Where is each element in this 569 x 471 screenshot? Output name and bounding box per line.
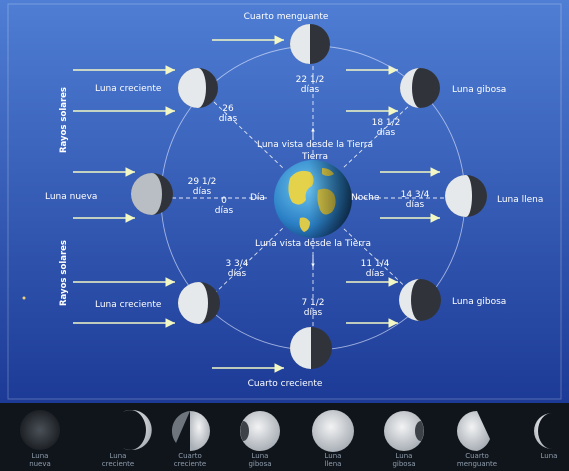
strip-label-1-line2: nueva: [29, 460, 51, 468]
strip-label-2-line1: Luna: [109, 452, 127, 460]
strip-label-2-line2: creciente: [101, 460, 135, 468]
days-left-a-unit: días: [192, 187, 212, 197]
moon-cuarto-creciente: [290, 327, 332, 369]
moon-luna-llena: [445, 175, 487, 217]
strip-moon-7: [457, 411, 490, 451]
days-top-unit: días: [300, 85, 320, 95]
days-bottom: 7 1/2 días: [301, 298, 324, 318]
dot-mark: [22, 296, 26, 300]
days-upper-right-unit: días: [376, 128, 396, 138]
days-lower-right-value: 11 1/4: [360, 259, 390, 269]
days-right-unit: días: [405, 200, 425, 210]
strip-moon-4: [240, 411, 280, 451]
days-top: 22 1/2 días: [296, 75, 325, 95]
moon-luna-gibosa-bottom: [399, 279, 441, 321]
sun-rays-label-top: Rayos solares: [59, 87, 69, 153]
sight-line: [213, 101, 284, 169]
strip-moon-2: [123, 410, 152, 450]
strip-label-8: Luna: [541, 452, 558, 460]
strip-label-1-line1: Luna: [31, 452, 49, 460]
days-left-b: 0 días: [215, 196, 233, 216]
earth: [274, 160, 352, 238]
label-view-from-earth-top: Luna vista desde la Tierra: [256, 140, 374, 150]
sun-rays-label-bottom: Rayos solares: [59, 240, 69, 306]
strip-label-6-line2: gibosa: [392, 460, 416, 468]
sight-line: [342, 101, 414, 169]
moon-phases-diagram: [0, 0, 569, 403]
sun-rays: [73, 35, 440, 373]
strip-label-5-line1: Luna: [324, 452, 342, 460]
moon-luna-creciente-top: [178, 68, 218, 108]
moon-luna-gibosa-top: [400, 68, 440, 108]
label-luna-creciente-top: Luna creciente: [95, 84, 162, 94]
days-upper-left-unit: días: [218, 114, 238, 124]
label-view-from-earth-bottom: Luna vista desde la Tierra: [254, 239, 372, 249]
moon-luna-creciente-bottom: [178, 282, 220, 324]
days-left-a: 29 1/2 días: [188, 177, 217, 197]
days-upper-left: 26 días: [219, 104, 237, 124]
days-upper-right-value: 18 1/2: [371, 118, 401, 128]
days-right-value: 14 3/4: [400, 190, 430, 200]
label-dia: Día: [250, 193, 265, 203]
strip-moon-5: [312, 410, 354, 452]
strip-moon-8: [534, 413, 552, 449]
sight-line: [213, 227, 284, 295]
strip-label-6-line1: Luna: [395, 452, 413, 460]
strip-label-3-line1: Cuarto: [178, 452, 202, 460]
days-lower-left-unit: días: [227, 269, 247, 279]
moon-luna-nueva: [131, 173, 173, 215]
strip-label-7-line1: Cuarto: [465, 452, 489, 460]
strip-label-4-line2: gibosa: [248, 460, 272, 468]
label-cuarto-creciente: Cuarto creciente: [247, 379, 323, 389]
strip-label-7-line2: menguante: [456, 460, 498, 468]
days-bottom-value: 7 1/2: [301, 298, 325, 308]
label-noche: Noche: [351, 193, 380, 203]
label-tierra: Tierra: [301, 152, 329, 162]
moon-cuarto-menguante: [290, 24, 330, 64]
label-luna-gibosa-top: Luna gibosa: [452, 85, 507, 95]
days-left-b-unit: días: [214, 206, 234, 216]
strip-label-4-line1: Luna: [251, 452, 269, 460]
label-cuarto-menguante: Cuarto menguante: [243, 12, 329, 22]
days-upper-left-value: 26: [222, 104, 234, 114]
strip-moon-3: [171, 411, 210, 451]
sight-line: [342, 227, 414, 295]
label-luna-gibosa-bottom: Luna gibosa: [452, 297, 507, 307]
days-left-b-value: 0: [221, 196, 227, 206]
days-bottom-unit: días: [303, 308, 323, 318]
moon-phase-strip: [0, 403, 569, 471]
label-luna-creciente-bottom: Luna creciente: [95, 300, 162, 310]
days-lower-left-value: 3 3/4: [225, 259, 249, 269]
panel-frame: [7, 3, 562, 400]
days-lower-right-unit: días: [365, 269, 385, 279]
days-lower-right: 11 1/4 días: [361, 259, 390, 279]
strip-label-5-line2: llena: [324, 460, 342, 468]
strip-moon-1: [20, 410, 60, 450]
strip-label-3-line2: creciente: [173, 460, 207, 468]
days-right: 14 3/4 días: [401, 190, 430, 210]
days-upper-right: 18 1/2 días: [372, 118, 401, 138]
sight-lines: [172, 66, 446, 330]
days-top-value: 22 1/2: [295, 75, 325, 85]
label-luna-llena: Luna llena: [497, 195, 544, 205]
strip-label-8-line1: Luna: [540, 452, 558, 460]
strip-moon-6: [384, 411, 424, 451]
days-lower-left: 3 3/4 días: [225, 259, 248, 279]
days-left-a-value: 29 1/2: [187, 177, 217, 187]
label-luna-nueva: Luna nueva: [45, 192, 98, 202]
